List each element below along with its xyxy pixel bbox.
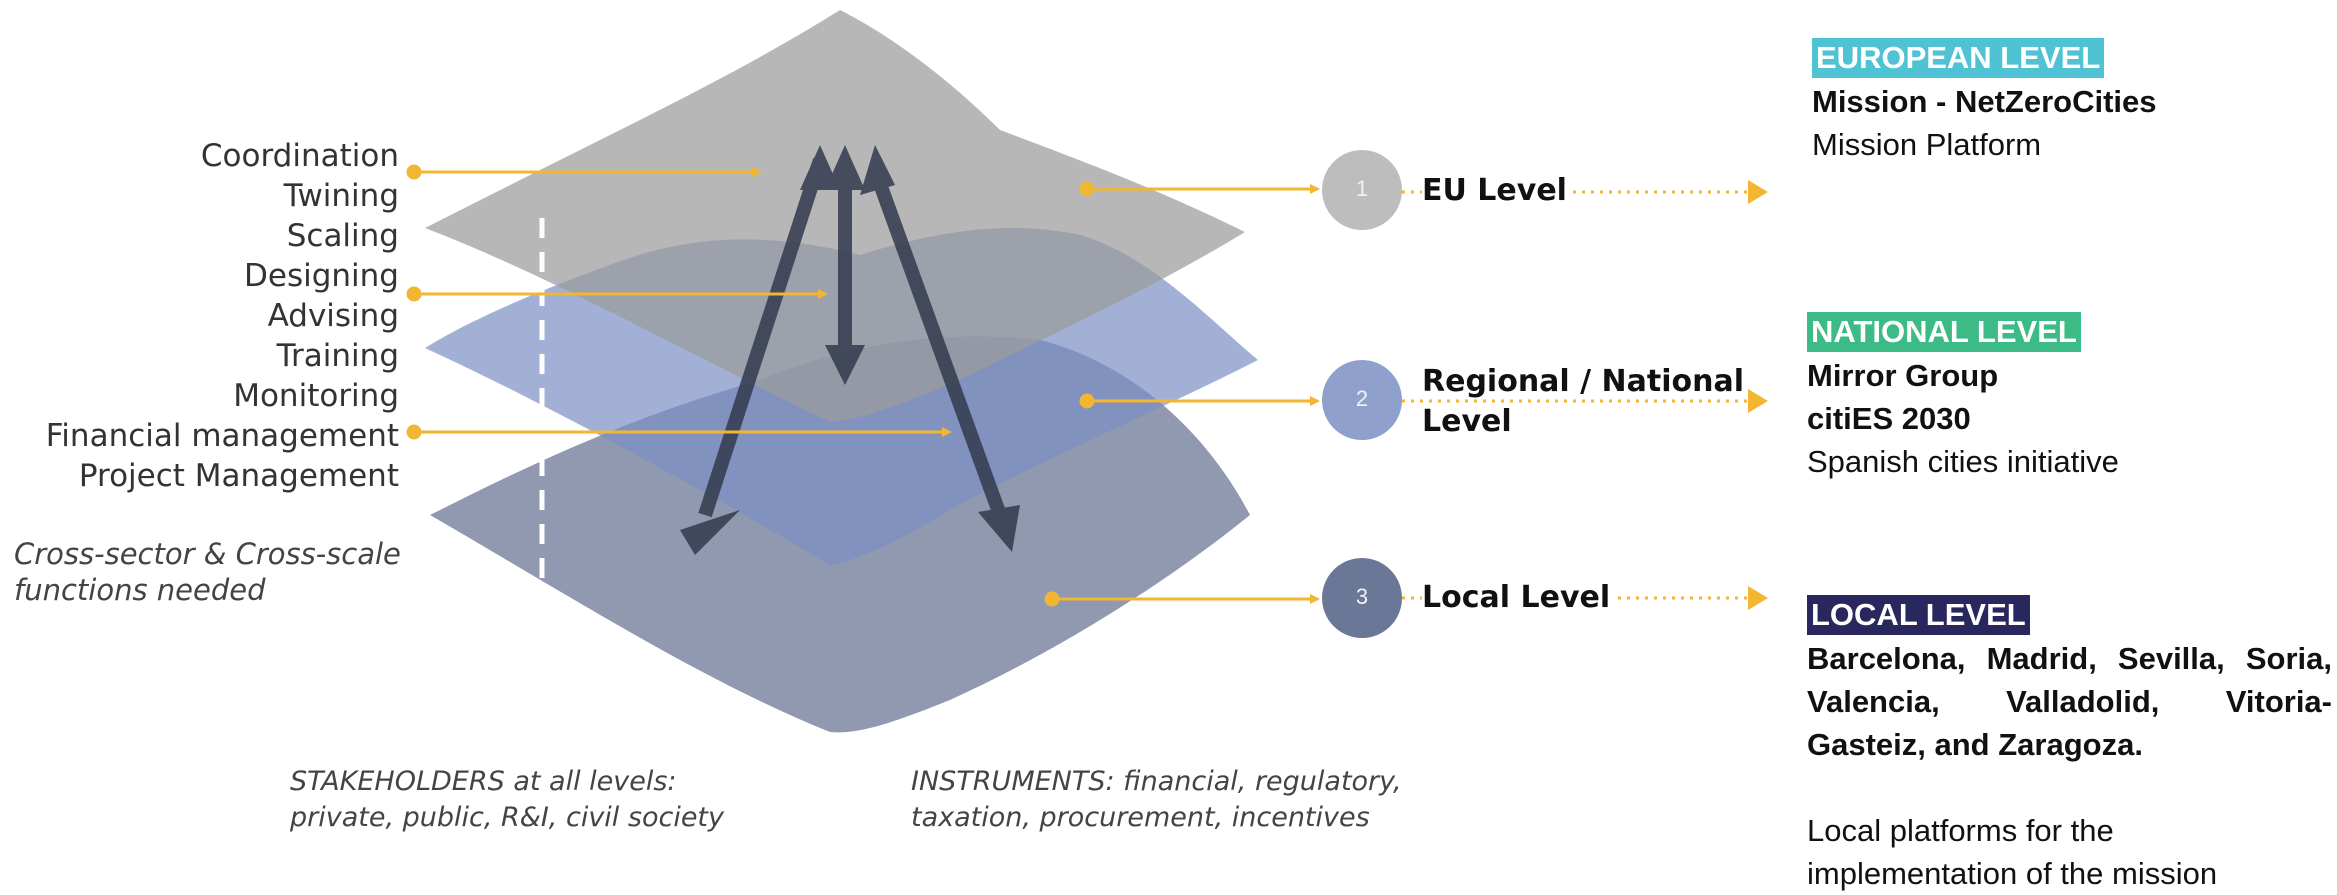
function-item: Training xyxy=(276,338,399,374)
function-item: Project Management xyxy=(78,458,399,494)
city-names-line: Barcelona, Madrid, Sevilla, Soria, xyxy=(1807,641,2332,676)
national-cities-2030: citiES 2030 xyxy=(1807,401,1971,436)
caption-line: STAKEHOLDERS at all levels: xyxy=(290,766,677,797)
european-mission-platform: Mission Platform xyxy=(1812,127,2042,162)
connector-arrowhead-2 xyxy=(1748,389,1768,413)
local-level-panel: LOCAL LEVEL Barcelona, Madrid, Sevilla, … xyxy=(1807,593,2332,895)
level-1-circle xyxy=(1322,150,1402,230)
function-item: Coordination xyxy=(200,138,399,174)
function-item: Designing xyxy=(244,258,399,294)
connector-arrowhead-3 xyxy=(1748,586,1768,610)
local-level-label: Local Level xyxy=(1422,578,1615,618)
european-level-tag: EUROPEAN LEVEL xyxy=(1812,38,2105,78)
european-level-panel: EUROPEAN LEVEL Mission - NetZeroCities M… xyxy=(1812,36,2157,166)
function-item: Scaling xyxy=(286,218,399,254)
level-label-line: Level xyxy=(1422,404,1512,439)
caption-line: INSTRUMENTS: financial, regulatory, xyxy=(911,766,1402,797)
cross-note-line: Cross-sector & Cross-scale xyxy=(14,537,401,571)
national-level-panel: NATIONAL LEVEL Mirror Group citiES 2030 … xyxy=(1807,310,2119,483)
national-initiative-desc: Spanish cities initiative xyxy=(1807,444,2119,479)
functions-list: Coordination Twining Scaling Designing A… xyxy=(46,136,399,496)
function-item: Twining xyxy=(283,178,399,214)
stakeholders-caption: STAKEHOLDERS at all levels: private, pub… xyxy=(290,764,724,836)
european-mission-title: Mission - NetZeroCities xyxy=(1812,84,2157,119)
level-label-line: Regional / National xyxy=(1422,364,1745,399)
function-item: Financial management xyxy=(45,418,399,454)
local-level-tag: LOCAL LEVEL xyxy=(1807,595,2030,635)
level-2-number: 2 xyxy=(1355,386,1369,411)
instruments-caption: INSTRUMENTS: financial, regulatory, taxa… xyxy=(911,764,1402,836)
level-3-number: 3 xyxy=(1355,584,1369,609)
eu-level-label: EU Level xyxy=(1422,171,1571,211)
cross-note-line: functions needed xyxy=(14,573,266,607)
spacer xyxy=(1807,766,2332,809)
connector-arrowhead-1 xyxy=(1748,180,1768,204)
regional-national-level-label: Regional / National Level xyxy=(1422,362,1744,442)
cross-note: Cross-sector & Cross-scale functions nee… xyxy=(14,536,401,608)
national-level-tag: NATIONAL LEVEL xyxy=(1807,312,2081,352)
local-platform-desc: implementation of the mission xyxy=(1807,856,2218,891)
city-names-line: Valencia, Valladolid, Vitoria- xyxy=(1807,684,2332,719)
level-1-number: 1 xyxy=(1355,176,1369,201)
caption-line: taxation, procurement, incentives xyxy=(911,802,1370,833)
function-arrows xyxy=(406,164,952,440)
local-city-names: Barcelona, Madrid, Sevilla, Soria, Valen… xyxy=(1807,637,2332,766)
vertical-arrows xyxy=(680,145,1020,555)
function-item: Advising xyxy=(267,298,399,334)
national-mirror-group: Mirror Group xyxy=(1807,358,1999,393)
eu-level-layer xyxy=(425,10,1245,422)
city-names-line: Gasteiz, and Zaragoza. xyxy=(1807,727,2143,762)
function-item: Monitoring xyxy=(233,378,399,414)
level-arrows xyxy=(1044,181,1320,607)
level-3-circle xyxy=(1322,558,1402,638)
level-2-circle xyxy=(1322,360,1402,440)
local-platform-desc: Local platforms for the xyxy=(1807,813,2114,848)
caption-line: private, public, R&I, civil society xyxy=(290,802,724,833)
